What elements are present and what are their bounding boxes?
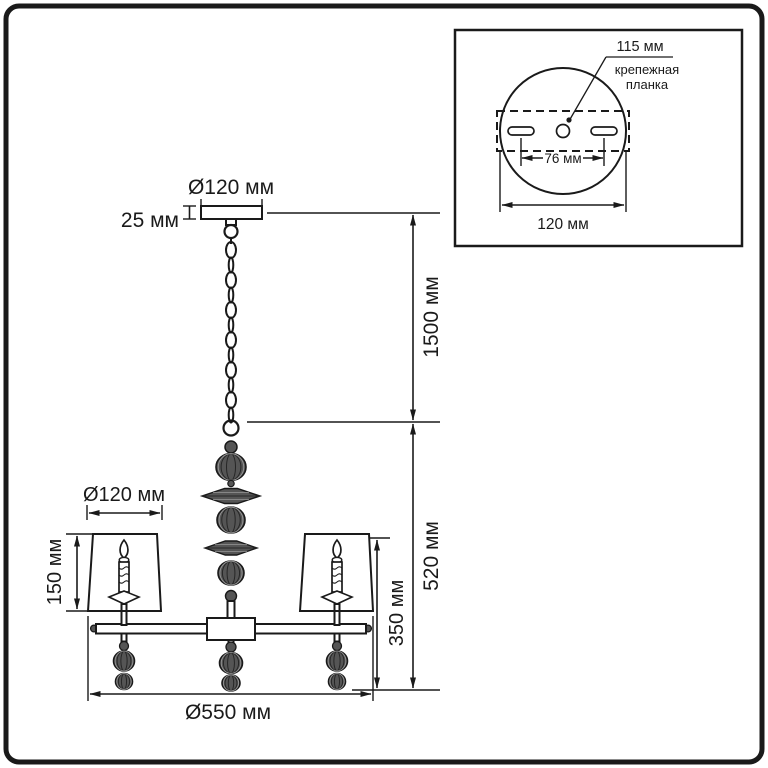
chain-link — [227, 256, 235, 274]
bead-small — [225, 641, 237, 653]
finial-connector — [333, 632, 341, 643]
bead-ribbed — [112, 650, 136, 672]
lampshade-left — [86, 533, 163, 612]
dim-shade-diameter-label: Ø120 мм — [83, 484, 165, 506]
bead-ribbed — [215, 505, 247, 535]
mounting-bracket-dashed — [496, 110, 630, 152]
chain-link — [227, 346, 235, 364]
chain-link — [225, 241, 237, 259]
leader-line — [568, 56, 607, 122]
dim-chain-length-label: 1500 мм — [420, 276, 443, 357]
column-stem — [226, 600, 236, 619]
bead-ribbed — [114, 672, 134, 691]
page-border — [3, 3, 765, 765]
bead-small — [227, 479, 235, 488]
bead-ribbed — [216, 559, 246, 587]
dim-overall-diameter-label: Ø550 мм — [185, 701, 271, 724]
chain-link — [227, 376, 235, 394]
chain — [225, 238, 237, 424]
center-hole — [555, 123, 571, 139]
candle-right — [321, 539, 353, 605]
chandelier-drawing — [86, 205, 375, 692]
dim-shade-height-label: 150 мм — [44, 539, 66, 605]
ceiling-canopy — [200, 205, 263, 220]
dimension-canopy-height: 25 мм — [121, 205, 196, 232]
dim-body-height-label: 520 мм — [420, 521, 443, 591]
suspension-ring-bottom — [222, 419, 240, 437]
bead-small — [224, 589, 238, 603]
bead-disc — [203, 539, 259, 557]
bead-ribbed — [214, 452, 248, 482]
dimension-lower-section: 350 мм — [369, 537, 408, 689]
dim-hole-spacing-label: 76 мм — [544, 151, 581, 166]
suspension-ring-top — [223, 223, 239, 240]
candle-stem-right — [333, 603, 341, 626]
dimension-hole-spacing: 76 мм — [520, 138, 605, 166]
chain-link — [225, 271, 237, 289]
finial-right — [325, 632, 349, 691]
bead-small — [331, 640, 343, 652]
finial-connector — [120, 632, 128, 643]
arm-bar — [89, 617, 373, 641]
dim-lower-height-label: 350 мм — [386, 580, 408, 646]
bead-ribbed — [325, 650, 349, 672]
bead-small — [118, 640, 130, 652]
bead-ribbed — [221, 674, 241, 692]
bead-small — [224, 440, 238, 454]
chain-link — [225, 301, 237, 319]
dim-canopy-diameter-label: Ø120 мм — [188, 176, 274, 199]
inset-offset-label: 115 мм — [616, 39, 663, 55]
chain-link — [227, 286, 235, 304]
dimension-chain-and-body: 1500 мм 520 мм — [247, 212, 443, 691]
center-bead-column — [202, 440, 260, 619]
dimension-canopy-diameter: Ø120 мм — [188, 176, 274, 207]
candle-stem-left — [120, 603, 128, 626]
finial-center — [218, 639, 244, 692]
inset-frame — [453, 28, 744, 248]
center-body-block — [206, 617, 256, 641]
candle-left — [108, 539, 140, 605]
chain-link — [225, 361, 237, 379]
bracket-label-line2: планка — [626, 77, 669, 92]
bead-ribbed — [218, 651, 244, 675]
mounting-slot-left — [507, 126, 535, 136]
lampshade-right — [298, 533, 375, 612]
mounting-plate-inset: 115 мм крепежная планка 76 мм 120 мм — [453, 28, 744, 248]
ceiling-cup-outline — [499, 67, 627, 195]
dimension-plate-width: 120 мм — [499, 152, 627, 233]
mounting-slot-right — [590, 126, 618, 136]
dimension-shade-height: 150 мм — [44, 533, 92, 612]
dimension-overall-diameter: Ø550 мм — [87, 616, 374, 724]
dim-plate-width-label: 120 мм — [537, 216, 588, 233]
bead-ribbed — [327, 672, 347, 691]
dimension-shade-diameter: Ø120 мм — [83, 484, 165, 520]
finial-left — [112, 632, 136, 691]
chain-link — [225, 391, 237, 409]
chain-link — [225, 331, 237, 349]
bracket-label-line1: крепежная — [615, 62, 679, 77]
chain-link — [227, 406, 235, 424]
dim-canopy-height-label: 25 мм — [121, 209, 179, 232]
chain-link — [227, 316, 235, 334]
bead-disc — [202, 489, 260, 504]
